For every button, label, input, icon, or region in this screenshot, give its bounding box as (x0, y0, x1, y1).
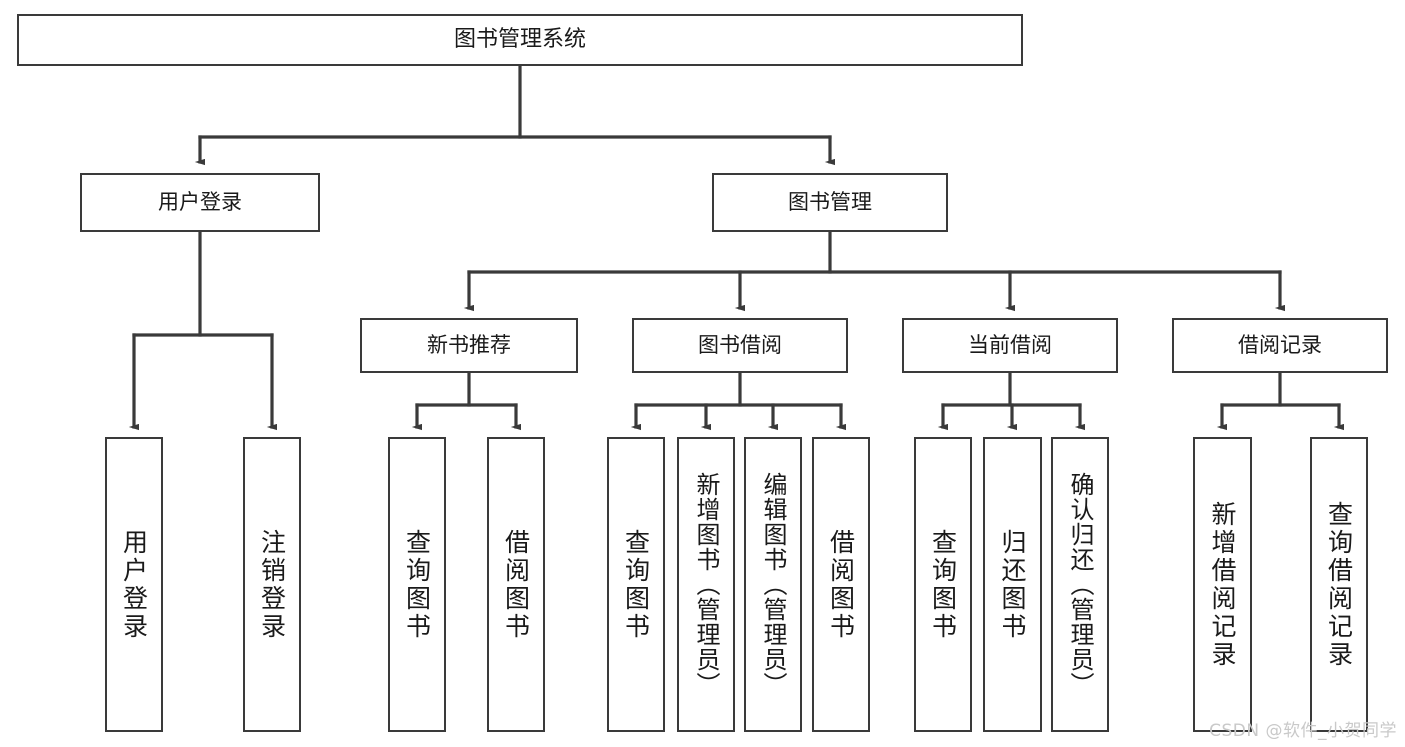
node-label: 当前借阅 (968, 333, 1052, 358)
node-label: 确认归还（管理员） (1066, 472, 1094, 697)
node-leaf-logout[interactable]: 注销登录 (243, 437, 301, 732)
node-leaf-borrow-book-1[interactable]: 借阅图书 (487, 437, 545, 732)
node-label: 借阅记录 (1238, 333, 1322, 358)
node-root-system[interactable]: 图书管理系统 (17, 14, 1023, 66)
node-current-borrow[interactable]: 当前借阅 (902, 318, 1118, 373)
node-leaf-query-book-1[interactable]: 查询图书 (388, 437, 446, 732)
node-label: 用户登录 (119, 528, 149, 641)
node-label: 借阅图书 (501, 528, 531, 641)
node-book-manage[interactable]: 图书管理 (712, 173, 948, 232)
node-label: 查询图书 (928, 528, 958, 641)
node-label: 图书管理系统 (453, 27, 586, 53)
node-leaf-edit-book[interactable]: 编辑图书（管理员） (744, 437, 802, 732)
node-borrow-record[interactable]: 借阅记录 (1172, 318, 1388, 373)
node-label: 查询借阅记录 (1324, 500, 1354, 669)
node-new-book-rec[interactable]: 新书推荐 (360, 318, 578, 373)
node-label: 新书推荐 (427, 333, 511, 358)
node-leaf-user-login[interactable]: 用户登录 (105, 437, 163, 732)
node-leaf-borrow-book-2[interactable]: 借阅图书 (812, 437, 870, 732)
node-leaf-add-record[interactable]: 新增借阅记录 (1193, 437, 1252, 732)
node-book-borrow[interactable]: 图书借阅 (632, 318, 848, 373)
node-leaf-confirm-return[interactable]: 确认归还（管理员） (1051, 437, 1109, 732)
node-leaf-return-book[interactable]: 归还图书 (983, 437, 1042, 732)
node-label: 借阅图书 (826, 528, 856, 641)
node-label: 归还图书 (998, 528, 1027, 641)
node-label: 编辑图书（管理员） (759, 472, 787, 697)
node-label: 用户登录 (158, 190, 242, 215)
node-user-login[interactable]: 用户登录 (80, 173, 320, 232)
node-label: 图书借阅 (698, 333, 782, 358)
node-label: 图书管理 (788, 190, 872, 215)
node-label: 查询图书 (621, 528, 651, 641)
node-label: 新增图书（管理员） (692, 472, 720, 697)
node-label: 查询图书 (402, 528, 432, 641)
node-leaf-query-book-3[interactable]: 查询图书 (914, 437, 972, 732)
csdn-watermark: CSDN @软件_小贺同学 (1209, 721, 1397, 741)
node-leaf-query-book-2[interactable]: 查询图书 (607, 437, 665, 732)
node-leaf-query-record[interactable]: 查询借阅记录 (1310, 437, 1368, 732)
node-leaf-add-book[interactable]: 新增图书（管理员） (677, 437, 735, 732)
node-label: 注销登录 (257, 528, 287, 641)
node-label: 新增借阅记录 (1208, 500, 1237, 669)
